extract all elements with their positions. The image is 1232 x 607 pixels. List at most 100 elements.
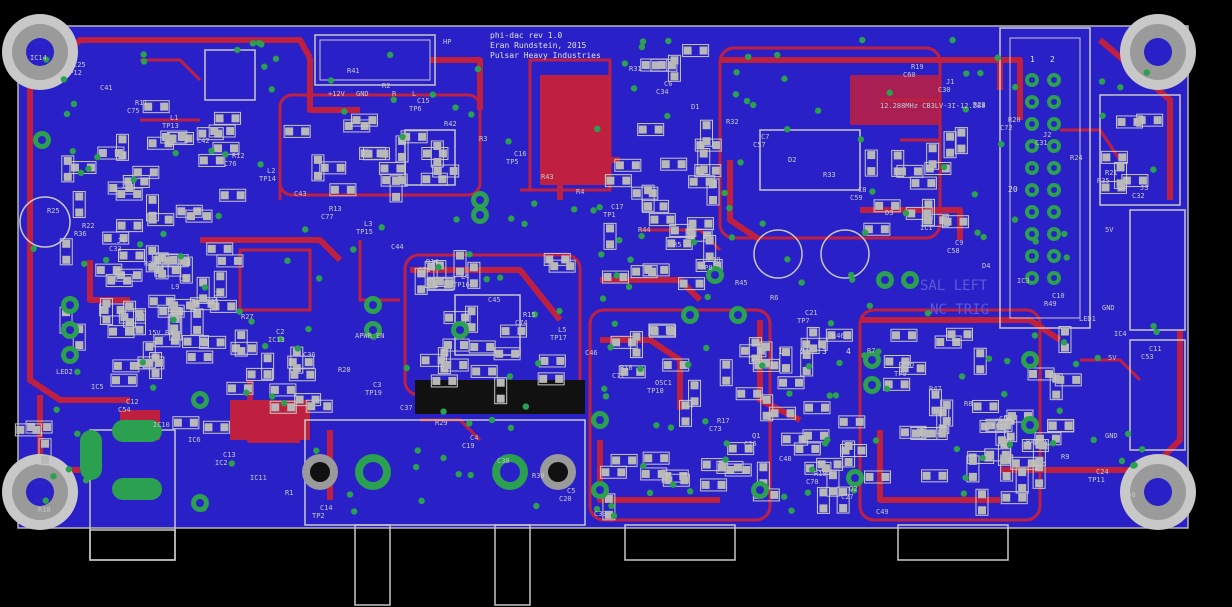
smd-component (945, 327, 973, 341)
smd-component (493, 347, 521, 361)
smd-component (610, 335, 638, 349)
smd-component (928, 389, 942, 417)
via (664, 112, 671, 120)
smd-component (226, 381, 254, 395)
designator: LED2 (56, 368, 73, 376)
designator: C15 (417, 97, 430, 105)
designator: IC4 (1114, 330, 1127, 338)
via (74, 430, 81, 437)
smd-component (669, 223, 697, 237)
via (170, 316, 177, 324)
designator: TP11 (1088, 476, 1105, 484)
via (531, 311, 539, 318)
designator: C58 (947, 247, 960, 255)
designator: R19 (911, 63, 924, 71)
smd-component (319, 161, 347, 175)
via (781, 75, 788, 82)
via (149, 384, 157, 391)
designator: R15 (523, 311, 536, 319)
smd-component (940, 399, 954, 427)
header-20pin[interactable] (999, 27, 1091, 329)
via (594, 125, 601, 133)
via (598, 251, 605, 258)
via (302, 226, 309, 233)
designator: C34 (656, 88, 669, 96)
label-r: R (392, 90, 397, 98)
via (455, 470, 462, 478)
designator: C39 (594, 510, 607, 518)
via (81, 260, 88, 267)
via (1011, 216, 1019, 223)
via (507, 424, 515, 432)
via (403, 364, 410, 372)
hp-connector[interactable] (314, 34, 436, 86)
via (63, 110, 71, 118)
designator: R12 (232, 152, 245, 160)
via (418, 497, 425, 505)
designator: C4 (470, 434, 478, 442)
via (453, 216, 460, 223)
designator: R43 (541, 173, 554, 181)
via (638, 43, 646, 51)
designator: J5 (214, 290, 222, 298)
designator: R10 (38, 506, 51, 514)
smd-component (107, 325, 135, 339)
via (1049, 439, 1057, 447)
jack-pads (302, 454, 576, 490)
designator: J3 (1140, 184, 1148, 192)
smd-component (269, 383, 297, 397)
via (721, 189, 728, 197)
smd-component (836, 486, 850, 514)
via (737, 159, 744, 166)
dc-jack[interactable] (80, 420, 176, 561)
via (268, 86, 275, 93)
via (630, 85, 638, 92)
via (399, 133, 406, 141)
designator: C37 (400, 404, 413, 412)
via (759, 220, 766, 227)
designator: TP7 (797, 317, 810, 325)
smd-component (1000, 491, 1028, 505)
smd-component (234, 329, 248, 357)
via (272, 55, 280, 62)
via (985, 355, 993, 362)
designator: R42 (444, 120, 457, 128)
smd-component (604, 174, 632, 188)
via (786, 390, 793, 397)
designator: R36 (74, 230, 87, 238)
via (979, 454, 986, 462)
label-5v-b: 5V (1108, 354, 1117, 362)
via (639, 38, 647, 45)
smd-component (803, 401, 831, 415)
smd-component (648, 323, 676, 337)
via (940, 163, 948, 171)
via (625, 283, 633, 291)
designator: C32 (1132, 192, 1145, 200)
via (248, 318, 255, 325)
smd-component (1047, 419, 1075, 433)
via (280, 399, 288, 407)
designator: R17 (717, 417, 730, 425)
smd-component (147, 213, 175, 227)
designator: R13 (329, 205, 342, 213)
via (962, 106, 969, 113)
designator: R35 (1097, 177, 1110, 185)
designator: C2 (276, 328, 284, 336)
via (638, 232, 645, 240)
label-sal-left: SAL LEFT (920, 278, 988, 294)
via (963, 70, 970, 77)
designator: IC2 (215, 459, 228, 467)
via (808, 466, 816, 473)
smd-component (759, 341, 773, 369)
smd-component (1115, 115, 1143, 129)
via (998, 140, 1005, 148)
designator: C47 (682, 402, 695, 410)
smd-component (115, 187, 143, 201)
via (848, 276, 856, 283)
via (50, 473, 57, 480)
designator: C35 (206, 298, 219, 306)
via (533, 502, 540, 510)
via (139, 359, 147, 366)
designator: R16 (620, 364, 633, 372)
